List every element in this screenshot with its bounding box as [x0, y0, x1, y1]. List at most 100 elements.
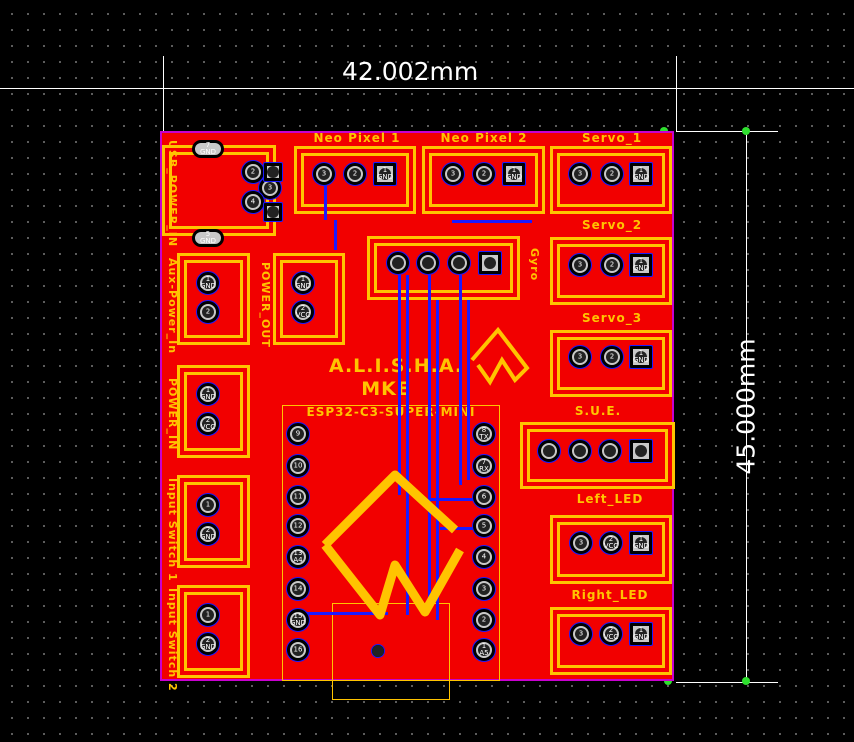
- pad[interactable]: 1 GND: [630, 623, 652, 645]
- pad-label: 13 A4: [293, 549, 303, 564]
- dimension-extension-right: [676, 56, 677, 131]
- pad[interactable]: 2: [601, 254, 623, 276]
- pad[interactable]: 4: [242, 191, 264, 213]
- connector-label: Left_LED: [576, 492, 644, 506]
- pad[interactable]: [264, 203, 282, 221]
- pad[interactable]: 16: [287, 639, 309, 661]
- pad[interactable]: 3: [569, 346, 591, 368]
- pad[interactable]: 2 VCC: [600, 532, 622, 554]
- dimension-handle[interactable]: [664, 677, 672, 685]
- pad[interactable]: 15 GND: [287, 609, 309, 631]
- pad[interactable]: [387, 252, 409, 274]
- pad[interactable]: [569, 440, 591, 462]
- pad[interactable]: 2: [344, 163, 366, 185]
- pcb-trace[interactable]: [398, 275, 401, 495]
- pad[interactable]: 2: [601, 346, 623, 368]
- pad[interactable]: 7 GND: [192, 140, 224, 158]
- pad[interactable]: 2 VCC: [197, 413, 219, 435]
- pcb-trace[interactable]: [440, 527, 484, 530]
- pad[interactable]: 9: [287, 423, 309, 445]
- pad[interactable]: 1: [197, 604, 219, 626]
- pcb-trace[interactable]: [467, 300, 470, 480]
- pad[interactable]: 1 GND: [374, 163, 396, 185]
- pad[interactable]: 2 VCC: [292, 301, 314, 323]
- pcb-trace[interactable]: [436, 300, 439, 620]
- pad[interactable]: [264, 163, 282, 181]
- pad[interactable]: 3: [570, 623, 592, 645]
- dimension-handle[interactable]: [742, 127, 750, 135]
- connector-pwrin-outline[interactable]: [177, 365, 250, 458]
- pad[interactable]: [630, 440, 652, 462]
- connector-leftled-outline[interactable]: [550, 515, 672, 584]
- pad[interactable]: 5: [473, 515, 495, 537]
- pad[interactable]: 1 GND: [197, 272, 219, 294]
- pad[interactable]: 14: [287, 578, 309, 600]
- pad[interactable]: 2 VCC: [600, 623, 622, 645]
- pad[interactable]: 2 GND: [197, 523, 219, 545]
- pad[interactable]: 3: [473, 578, 495, 600]
- connector-sw2-outline[interactable]: [177, 585, 250, 678]
- pad[interactable]: 2: [473, 609, 495, 631]
- pad[interactable]: 1 GND: [630, 346, 652, 368]
- pcb-trace[interactable]: [406, 275, 409, 615]
- pad[interactable]: 2: [473, 163, 495, 185]
- pad[interactable]: 3: [569, 163, 591, 185]
- pad[interactable]: 1: [197, 494, 219, 516]
- connector-label: POWER_IN: [166, 378, 179, 451]
- pad[interactable]: 2 GND: [197, 633, 219, 655]
- connector-rightled-outline[interactable]: [550, 607, 672, 675]
- pad[interactable]: [599, 440, 621, 462]
- pad[interactable]: 3: [313, 163, 335, 185]
- connector-servo1-outline[interactable]: [550, 146, 672, 214]
- pad[interactable]: 3: [569, 254, 591, 276]
- connector-gyro-outline[interactable]: [367, 236, 520, 300]
- pad-label: 3: [577, 352, 583, 361]
- pad[interactable]: 10: [287, 455, 309, 477]
- pad[interactable]: 5 GND: [192, 229, 224, 247]
- pad-label: 3: [450, 169, 456, 178]
- pcb-trace[interactable]: [298, 612, 388, 615]
- pcb-trace[interactable]: [334, 220, 337, 250]
- pad-label: 3: [578, 629, 584, 638]
- connector-neo2-outline[interactable]: [422, 146, 545, 214]
- connector-pwrout-outline[interactable]: [273, 253, 345, 345]
- pad[interactable]: 1 GND: [630, 532, 652, 554]
- pcb-trace[interactable]: [452, 220, 532, 223]
- pad[interactable]: 13 A4: [287, 546, 309, 568]
- pad[interactable]: 11: [287, 486, 309, 508]
- pad[interactable]: 1 GND: [630, 163, 652, 185]
- antenna-mounting-hole[interactable]: [372, 645, 384, 657]
- pad[interactable]: 1 GND: [197, 383, 219, 405]
- pad[interactable]: [417, 252, 439, 274]
- connector-servo3-outline[interactable]: [550, 330, 672, 397]
- pad[interactable]: 1 GND: [630, 254, 652, 276]
- pad[interactable]: 1 A5: [473, 639, 495, 661]
- pad[interactable]: [479, 252, 501, 274]
- connector-sue-outline[interactable]: [520, 422, 675, 489]
- pad[interactable]: 12: [287, 515, 309, 537]
- dimension-line-horizontal: [0, 88, 854, 89]
- connector-sw1-outline[interactable]: [177, 475, 250, 568]
- pcb-trace[interactable]: [324, 185, 327, 220]
- pad[interactable]: 4: [473, 546, 495, 568]
- pad[interactable]: 2: [601, 163, 623, 185]
- pad[interactable]: [448, 252, 470, 274]
- pcb-trace[interactable]: [428, 275, 431, 605]
- pad[interactable]: 7 RX: [473, 455, 495, 477]
- pad[interactable]: 1 GND: [292, 272, 314, 294]
- connector-servo2-outline[interactable]: [550, 237, 672, 305]
- module-esp-outline[interactable]: [282, 405, 500, 681]
- pad[interactable]: 1 GND: [503, 163, 525, 185]
- pad[interactable]: 2: [197, 301, 219, 323]
- connector-neo1-outline[interactable]: [294, 146, 416, 214]
- connector-auxpwr-outline[interactable]: [177, 253, 250, 345]
- pcb-trace[interactable]: [459, 275, 462, 485]
- pad[interactable]: 3: [442, 163, 464, 185]
- pad[interactable]: [538, 440, 560, 462]
- pad[interactable]: 3: [570, 532, 592, 554]
- pad[interactable]: 6: [473, 486, 495, 508]
- pad[interactable]: 8 TX: [473, 423, 495, 445]
- pad[interactable]: 2: [242, 161, 264, 183]
- pad-label: 1: [205, 500, 211, 509]
- dimension-handle[interactable]: [742, 677, 750, 685]
